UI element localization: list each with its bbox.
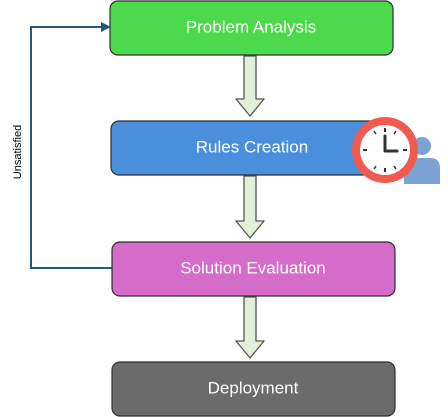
step-deployment: Deployment <box>111 361 396 417</box>
step-problem-analysis: Problem Analysis <box>109 0 394 56</box>
step-solution-evaluation: Solution Evaluation <box>111 241 396 297</box>
step-label: Problem Analysis <box>186 17 316 36</box>
feedback-loop-arrow <box>30 22 112 269</box>
step-rules-creation: Rules Creation <box>110 120 395 176</box>
down-arrow-2 <box>235 175 265 239</box>
down-arrow-3 <box>235 296 265 359</box>
feedback-label: Unsatisfied <box>12 125 24 179</box>
down-arrow-1 <box>235 55 265 117</box>
step-label: Deployment <box>208 378 299 397</box>
step-label: Solution Evaluation <box>180 258 326 277</box>
clock-person-icon <box>352 117 440 184</box>
step-label: Rules Creation <box>196 137 308 156</box>
